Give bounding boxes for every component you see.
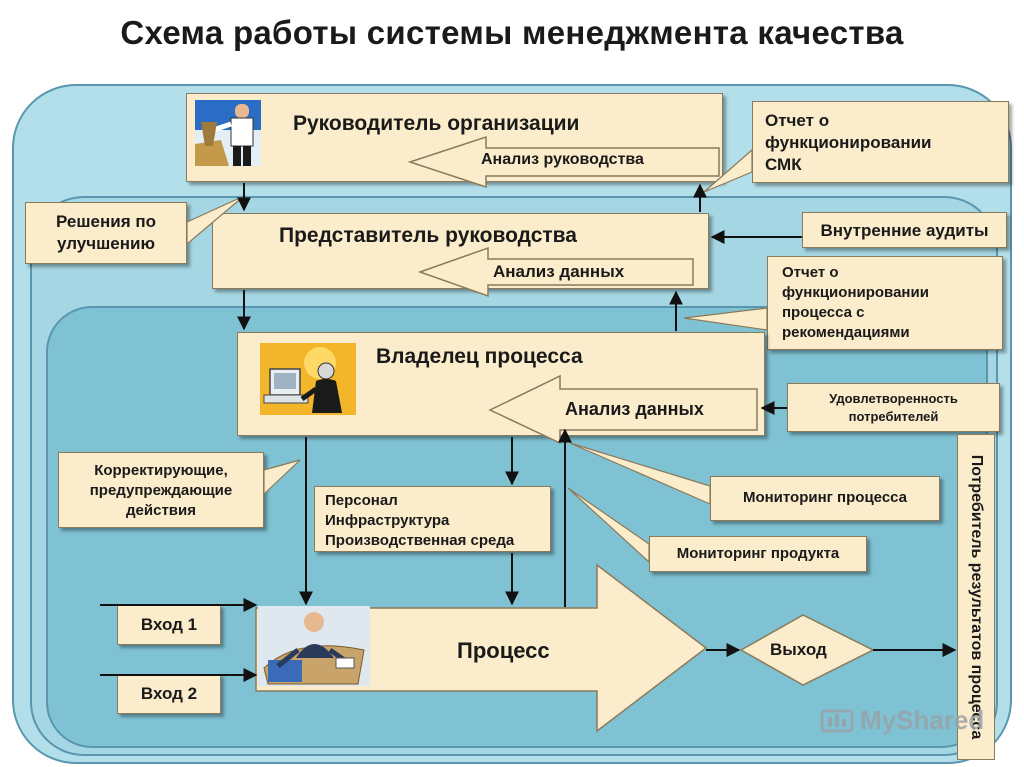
manager-label: Руководитель организации [293, 112, 580, 135]
smk-report-line: функционировании [765, 133, 932, 152]
process-label: Процесс [457, 638, 550, 663]
mgmt-analysis-label: Анализ руководства [481, 151, 644, 168]
input-2-label: Вход 2 [140, 684, 198, 703]
representative-label: Представитель руководства [279, 224, 577, 247]
diagram-title: Схема работы системы менеджмента качеств… [120, 14, 904, 51]
internal-audits-box: Внутренние аудиты [802, 212, 1007, 248]
consumer-box: Потребитель результатов процесса [957, 434, 995, 760]
corrective-callout [263, 459, 301, 496]
satisfaction-line: Удовлетворенность [829, 391, 958, 406]
mgmt-analysis-arrow [407, 135, 720, 189]
internal-audits-label: Внутренние аудиты [820, 221, 989, 240]
process-monitoring-box: Мониторинг процесса [710, 476, 940, 521]
improvement-line: улучшению [57, 234, 155, 253]
resources-line: Инфраструктура [325, 512, 450, 529]
smk-report-line: СМК [765, 155, 802, 174]
watermark: MyShared [820, 702, 984, 738]
watermark-logo-icon [820, 709, 854, 733]
process-report-line: функционировании [782, 284, 929, 301]
process-report-callout [683, 307, 768, 331]
input-2-box: Вход 2 [117, 674, 221, 714]
data-analysis-label-2: Анализ данных [565, 399, 704, 419]
corrective-line: Корректирующие, [94, 462, 228, 479]
satisfaction-box: Удовлетворенность потребителей [787, 383, 1000, 432]
process-owner-label: Владелец процесса [376, 345, 583, 368]
smk-report-box: Отчет о функционировании СМК [752, 101, 1009, 183]
improvement-line: Решения по [55, 212, 156, 231]
corrective-line: действия [126, 502, 196, 519]
corrective-line: предупреждающие [89, 482, 233, 499]
owner-computer-icon [260, 343, 356, 415]
process-report-line: рекомендациями [782, 324, 910, 341]
process-owner-box: Владелец процесса [237, 332, 765, 436]
resources-line: Производственная среда [325, 532, 515, 549]
input-1-label: Вход 1 [140, 615, 198, 634]
process-report-box: Отчет о функционировании процесса с реко… [767, 256, 1003, 350]
process-report-line: процесса с [782, 304, 865, 321]
corrective-box: Корректирующие, предупреждающие действия [58, 452, 264, 528]
data-analysis-label-1: Анализ данных [493, 262, 625, 281]
process-report-line: Отчет о [782, 264, 839, 281]
improvement-callout [186, 195, 245, 246]
resources-box: Персонал Инфраструктура Производственная… [314, 486, 551, 552]
manager-figure-icon [195, 100, 261, 166]
product-monitoring-callout [567, 487, 650, 564]
product-monitoring-label: Мониторинг продукта [676, 545, 840, 562]
input-1-box: Вход 1 [117, 605, 221, 645]
process-monitoring-callout [569, 442, 711, 505]
product-monitoring-box: Мониторинг продукта [649, 536, 867, 572]
smk-report-callout [703, 148, 753, 193]
worker-desk-icon [258, 606, 370, 686]
watermark-text: MyShared [860, 704, 985, 735]
satisfaction-line: потребителей [848, 409, 939, 424]
process-monitoring-label: Мониторинг процесса [742, 489, 908, 506]
process-arrow [255, 563, 708, 733]
resources-line: Персонал [325, 492, 398, 509]
smk-report-line: Отчет о [765, 111, 830, 130]
data-analysis-arrow-1 [417, 246, 694, 298]
output-label: Выход [770, 640, 827, 659]
